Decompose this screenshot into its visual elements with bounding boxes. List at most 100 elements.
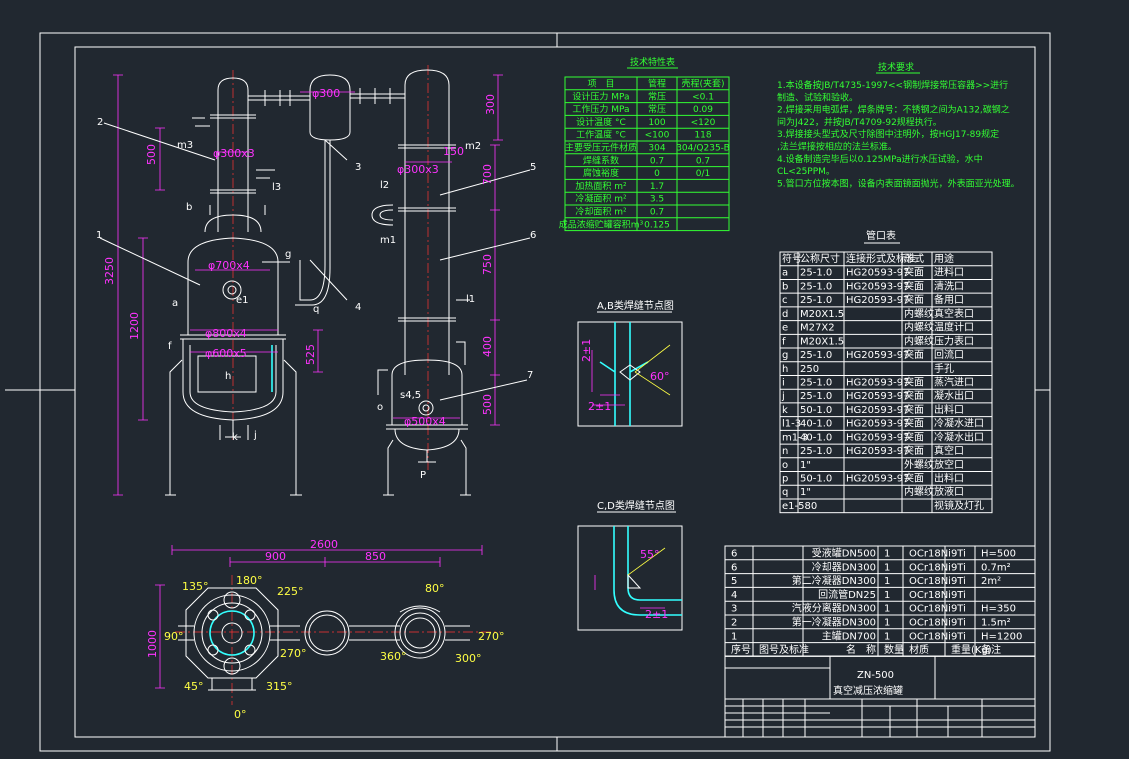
nozzle-cell: 内螺纹 [904,334,934,347]
tech-char-cell: <0.1 [692,92,714,102]
nozzle-cell: a [782,268,788,279]
parts-cell: 6 [731,549,737,560]
parts-cell: H=350 [981,604,1016,615]
tech-char-cell: 0.125 [644,220,670,230]
nozzle-k: k [232,432,238,443]
frame-ticks [5,33,1050,751]
part-label-6: 6 [530,230,536,241]
dim-plan-a: 900 [265,550,286,563]
nozzle-cell: 温度计口 [934,321,974,334]
part-label-3: 3 [355,162,361,173]
dim-750: 750 [481,254,494,275]
nozzle-cell: b [782,281,788,292]
parts-header: 图号及标准 [759,644,809,656]
parts-cell: OCr18Ni9Ti [909,562,966,573]
nozzle-cell: j [781,391,785,402]
dim-tank-diameter: φ700x4 [208,259,250,272]
nozzle-cell: 手孔 [934,362,954,375]
dim-500: 500 [481,394,494,415]
nozzle-q: q [313,304,319,315]
parts-cell: 汽液分离器DN300 [792,602,876,615]
nozzle-cell: HG20593-97 [846,419,909,430]
tech-char-title: 技术特性表 [630,56,675,68]
parts-cell: 受液罐DN500 [812,547,876,560]
parts-cell: OCr18Ni9Ti [909,631,966,642]
nozzle-cell: o [782,460,788,471]
tech-char-cell: 工作压力 MPa [572,103,629,115]
nozzle-cell: M20X1.5 [800,309,844,320]
nozzle-cell: e [782,323,788,334]
parts-cell: 2m² [981,576,1001,587]
weld-cd-angle: 55° [640,548,660,561]
nozzle-cell: 突面 [904,293,924,306]
nozzle-cell: 放空口 [934,458,964,471]
nozzle-cell: g [782,350,788,361]
parts-header: 重量(Kg) [951,643,992,656]
nozzle-cell: 备用口 [934,293,964,306]
nozzle-b: b [186,202,192,213]
nozzle-cell: 内螺纹 [904,485,934,498]
tech-req-line: ,法兰焊接按相应的法兰标准。 [777,141,897,153]
nozzle-g: g [285,249,291,260]
angle-80: 80° [425,582,445,595]
elevation-text: 1 2 3 4 5 6 7 3250 1200 500 φ300x3 φ700x… [96,87,536,481]
dim-jacket-diameter: φ800x4 [205,327,247,340]
angle-180: 180° [236,574,263,587]
angle-90: 90° [164,630,184,643]
nozzle-s45: s4,5 [400,390,421,401]
drawing-title: 真空减压浓缩罐 [833,684,903,697]
tech-char-cell: 冷却面积 m² [575,206,627,218]
nozzle-m1: m1 [380,235,396,246]
dim-sep-diameter: φ300 [312,87,340,100]
nozzle-border [779,251,993,514]
parts-cell: 1.5m² [981,618,1011,629]
tech-char-cell: 加热面积 m² [575,180,627,192]
nozzle-cell: 突面 [904,266,924,279]
return-pipe [295,140,331,306]
angle-270: 270° [280,647,307,660]
weld-cd-gap: 2±1 [645,608,668,621]
parts-cell: 1 [884,604,890,615]
main-tank [165,70,302,496]
parts-cell: 1 [884,631,890,642]
parts-cell: 第一冷凝器DN300 [792,616,876,629]
nozzle-cell: k [782,405,788,416]
nozzle-header: 用途 [934,252,954,265]
tech-char-cell: 118 [694,131,711,141]
weld-ab-gap2: 2±1 [588,400,611,413]
tech-req-line: 4.设备制造完毕后以0.125MPa进行水压试验，水中 [777,153,983,165]
parts-cell: 第二冷凝器DN300 [792,574,876,587]
angle-135: 135° [182,580,209,593]
nozzle-cell: 40-1.0 [800,419,832,430]
nozzle-cell: HG20593-97 [846,446,909,457]
nozzle-header: 形式 [904,252,924,265]
nozzle-cell: 25-1.0 [800,377,832,388]
weld-detail-ab: A,B类焊缝节点图 2±1 2±1 60° [577,299,683,427]
nozzle-cell: 突面 [904,348,924,361]
dim-main-height: 1200 [128,312,141,340]
tech-char-header: 壳程(夹套) [681,78,724,90]
tech-req-line: 2.焊接采用电弧焊，焊条牌号：不锈钢之间为A132,碳钢之 [777,104,1010,116]
nozzle-cell: 蒸汽进口 [934,375,974,388]
nozzle-cell: 突面 [904,389,924,402]
parts-cell: OCr18Ni9Ti [909,618,966,629]
nozzle-e1: e1 [236,295,249,306]
nozzle-cell: 1" [800,460,811,471]
parts-cell: 回流管DN25 [818,588,876,601]
nozzle-cell: 真空表口 [934,307,974,320]
tech-char-cell: 0.7 [696,156,710,166]
parts-cell: 3 [731,604,737,615]
nozzle-cell: 回流口 [934,348,964,361]
part-label-7: 7 [527,370,533,381]
dim-700: 700 [481,164,494,185]
nozzle-cell: m1-3 [782,432,808,443]
nozzle-j: j [253,430,257,441]
nozzle-cell: 突面 [904,444,924,457]
tech-char-cell: 0 [654,169,660,179]
nozzle-l1: l1 [466,294,475,305]
angle-45: 45° [184,680,204,693]
